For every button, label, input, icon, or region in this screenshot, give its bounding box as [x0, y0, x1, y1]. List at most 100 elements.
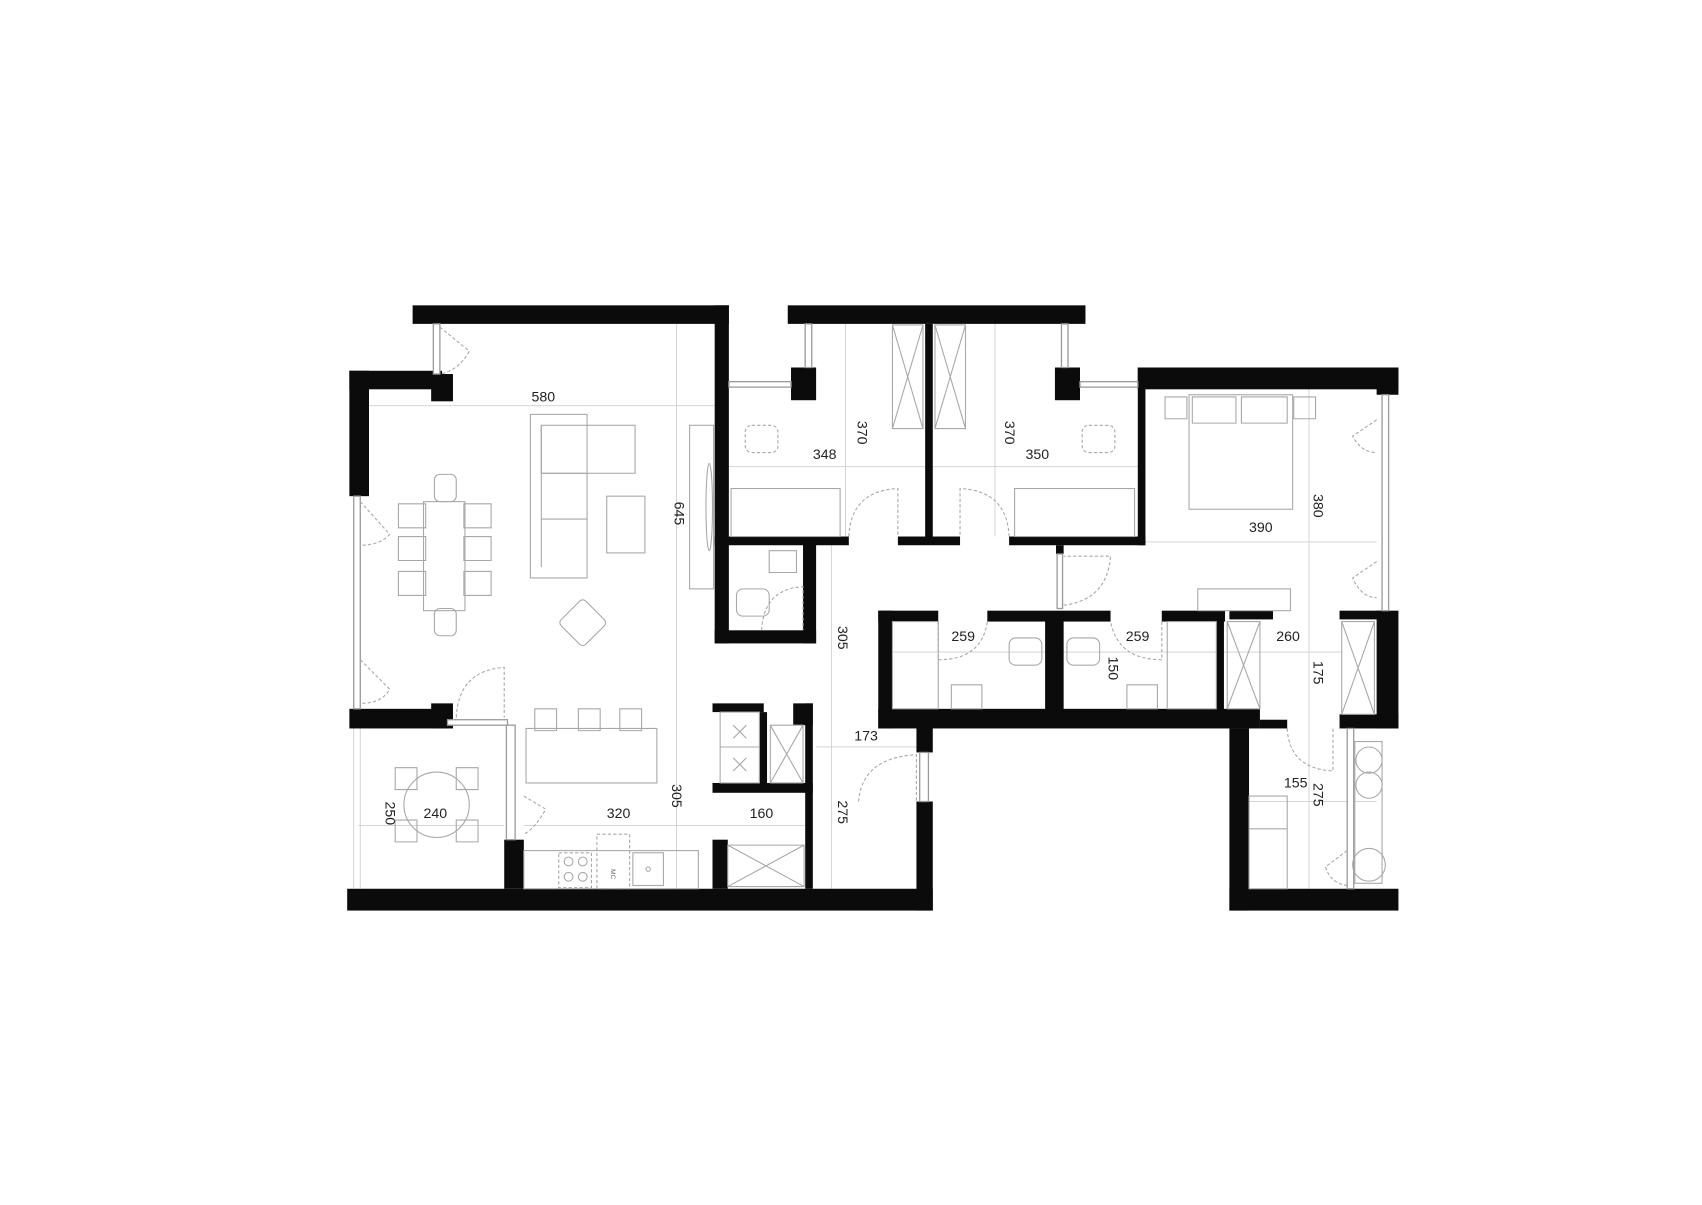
dimension-label-bedroom2-width: 350 [1025, 447, 1049, 463]
wall [1161, 610, 1226, 622]
wall [714, 305, 729, 644]
wall [1137, 367, 1146, 546]
dimension-label-bedroom1-width: 348 [813, 447, 837, 463]
window [1056, 553, 1064, 610]
wall [878, 610, 893, 729]
dimension-label-kitchen-width: 320 [607, 806, 631, 822]
door-swing [1351, 561, 1377, 599]
wall [803, 541, 817, 644]
wall [1137, 367, 1399, 390]
door-swing [959, 487, 1010, 537]
door-swing [359, 501, 391, 546]
dimension-label-walkin-depth: 175 [1309, 661, 1325, 685]
wall [1339, 714, 1399, 729]
wall [791, 367, 817, 401]
window [804, 323, 813, 369]
wall [712, 839, 728, 889]
wall [878, 708, 1260, 729]
armchair [559, 599, 607, 647]
wall [504, 839, 524, 889]
fridge-unit [719, 711, 760, 784]
dimension-label-bath1-width: 259 [951, 629, 975, 645]
wall [1056, 545, 1064, 554]
wall [712, 703, 764, 713]
dimension-label-balcony-depth: 250 [381, 802, 397, 826]
wardrobe [727, 324, 1375, 888]
window [353, 495, 361, 710]
wall [1216, 619, 1224, 715]
wall [349, 708, 448, 729]
wall [1054, 367, 1081, 401]
window [1079, 381, 1139, 388]
bathtub [891, 621, 1217, 710]
door-swing [1286, 728, 1334, 772]
wall [916, 801, 933, 911]
window [1060, 323, 1069, 369]
window [1381, 394, 1390, 612]
dimension-label-bedroom1-depth: 370 [854, 421, 870, 445]
wall [1339, 610, 1384, 620]
dimension-label-bath2-depth: 150 [1104, 656, 1120, 680]
dimension-label-entry-depth: 275 [834, 800, 850, 824]
door-swing [858, 754, 917, 802]
dimension-label-bedroom2-depth: 370 [1001, 421, 1017, 445]
door-swing [848, 487, 899, 537]
window [1346, 727, 1355, 890]
toilet [735, 424, 1116, 666]
bed [730, 394, 1317, 538]
door-swing [761, 586, 804, 631]
dimension-label-kitchen-depth: 305 [668, 784, 684, 808]
door-swing [439, 326, 471, 375]
wall [916, 725, 933, 753]
dimension-label-bath2-width: 259 [1126, 629, 1150, 645]
wall [431, 374, 453, 402]
windows [353, 323, 1390, 890]
door-swing [1351, 419, 1377, 454]
wall [349, 370, 369, 497]
wall [987, 610, 1111, 622]
wall [412, 305, 729, 324]
dimension-label-living-depth: 645 [670, 502, 686, 526]
wall [1229, 888, 1399, 911]
dimension-label-entry-width: 173 [854, 728, 878, 744]
wall [1229, 610, 1274, 620]
wall [347, 888, 933, 911]
sofa [529, 413, 636, 579]
walls [347, 305, 1399, 911]
wall [1259, 719, 1288, 729]
door-swing [1063, 555, 1112, 606]
dimension-label-laundry-width: 155 [1284, 775, 1308, 791]
door-swing [1324, 850, 1348, 887]
door-swing [359, 659, 391, 704]
kitchen-island [525, 708, 658, 784]
wall [805, 703, 813, 889]
door-swing [1110, 621, 1163, 661]
dimension-label-balcony-width: 240 [424, 806, 448, 822]
tv [705, 462, 714, 552]
dining-table [397, 473, 492, 637]
furniture: MC [394, 324, 1386, 890]
wall [712, 782, 813, 793]
plants [1352, 740, 1386, 884]
wall [1009, 536, 1146, 546]
wall [1376, 367, 1399, 395]
dimension-label-laundry-depth: 275 [1309, 783, 1325, 807]
window [432, 323, 441, 375]
wall [1229, 728, 1250, 911]
coffee-table [606, 495, 646, 554]
tv-unit [689, 424, 715, 590]
sink [768, 550, 1158, 710]
wall [1045, 619, 1064, 715]
wall [1376, 610, 1399, 729]
wall [714, 630, 817, 644]
wall [759, 712, 768, 786]
wall [349, 370, 443, 390]
window [446, 719, 509, 726]
laundry-cabinets [1248, 795, 1288, 890]
window [505, 724, 516, 841]
wall [714, 536, 849, 546]
desk [1197, 588, 1292, 612]
dimension-label-pantry-width: 160 [750, 806, 774, 822]
